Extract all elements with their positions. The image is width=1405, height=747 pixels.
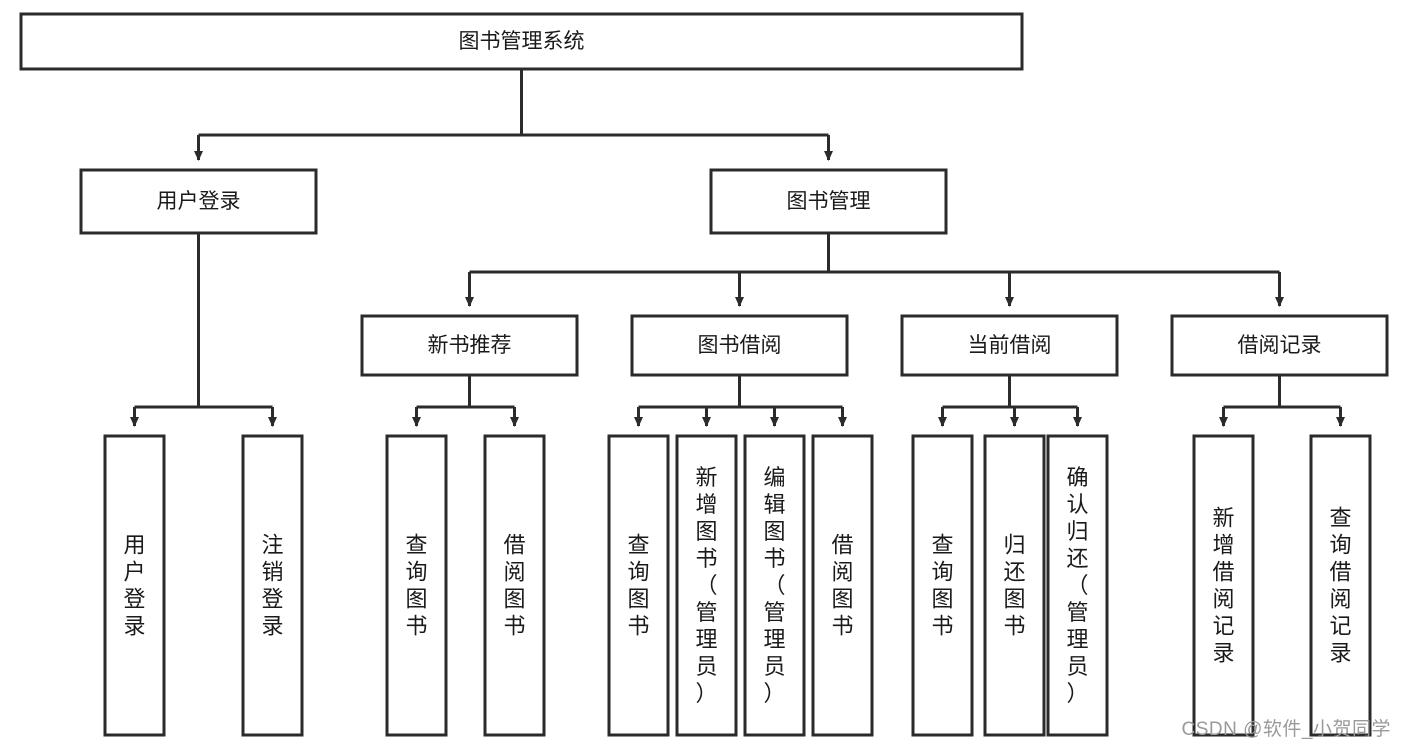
node-user-login-do[interactable]: 用户登录: [103, 434, 166, 737]
node-label-user-login-do: 用户登录: [123, 533, 145, 639]
node-box-current-borrow[interactable]: [900, 314, 1119, 377]
node-box-user-login-do[interactable]: [103, 434, 166, 737]
node-borrow-record[interactable]: 借阅记录: [1170, 314, 1389, 377]
node-box-current-confirm-return[interactable]: [1046, 434, 1109, 737]
node-book-borrow[interactable]: 图书借阅: [630, 314, 849, 377]
node-user-login[interactable]: 用户登录: [79, 168, 318, 235]
node-recommend-query-book[interactable]: 查询图书: [385, 434, 448, 737]
node-box-recommend-query-book[interactable]: [385, 434, 448, 737]
node-root[interactable]: 图书管理系统: [19, 12, 1024, 71]
node-label-root: 图书管理系统: [459, 30, 585, 53]
node-current-confirm-return[interactable]: 确认归还（管理员）: [1046, 434, 1109, 737]
node-box-book-management[interactable]: [709, 168, 948, 235]
node-recommend-borrow-book[interactable]: 借阅图书: [483, 434, 546, 737]
node-box-current-query-book[interactable]: [911, 434, 974, 737]
node-current-return-book[interactable]: 归还图书: [983, 434, 1046, 737]
node-box-borrow-edit-book[interactable]: [743, 434, 806, 737]
node-label-new-book-recommend: 新书推荐: [428, 334, 512, 357]
node-box-new-book-recommend[interactable]: [360, 314, 579, 377]
node-box-borrow-add-book[interactable]: [675, 434, 738, 737]
node-box-book-borrow[interactable]: [630, 314, 849, 377]
node-boxes: 图书管理系统用户登录用户登录注销登录图书管理新书推荐查询图书借阅图书图书借阅查询…: [19, 12, 1389, 737]
watermark-label: CSDN @软件_小贺同学: [1181, 719, 1391, 740]
node-box-recommend-borrow-book[interactable]: [483, 434, 546, 737]
node-user-logout[interactable]: 注销登录: [241, 434, 304, 737]
node-borrow-lend-book[interactable]: 借阅图书: [811, 434, 874, 737]
node-label-record-add: 新增借阅记录: [1212, 506, 1234, 666]
node-label-record-query: 查询借阅记录: [1329, 506, 1351, 666]
node-box-user-login[interactable]: [79, 168, 318, 235]
node-new-book-recommend[interactable]: 新书推荐: [360, 314, 579, 377]
node-box-record-add[interactable]: [1192, 434, 1255, 737]
node-box-user-logout[interactable]: [241, 434, 304, 737]
node-record-query[interactable]: 查询借阅记录: [1309, 434, 1372, 737]
node-label-recommend-borrow-book: 借阅图书: [503, 533, 525, 639]
node-box-borrow-record[interactable]: [1170, 314, 1389, 377]
node-box-root[interactable]: [19, 12, 1024, 71]
node-box-current-return-book[interactable]: [983, 434, 1046, 737]
node-borrow-add-book[interactable]: 新增图书（管理员）: [675, 434, 738, 737]
node-label-user-logout: 注销登录: [261, 533, 283, 639]
node-borrow-edit-book[interactable]: 编辑图书（管理员）: [743, 434, 806, 737]
node-box-borrow-query-book[interactable]: [607, 434, 670, 737]
node-current-borrow[interactable]: 当前借阅: [900, 314, 1119, 377]
node-record-add[interactable]: 新增借阅记录: [1192, 434, 1255, 737]
node-label-borrow-record: 借阅记录: [1238, 334, 1322, 357]
node-label-recommend-query-book: 查询图书: [405, 533, 427, 639]
node-book-management[interactable]: 图书管理: [709, 168, 948, 235]
node-box-borrow-lend-book[interactable]: [811, 434, 874, 737]
connector-lines: [130, 69, 1345, 427]
node-label-borrow-lend-book: 借阅图书: [831, 533, 853, 639]
node-label-current-confirm-return: 确认归还（管理员）: [1066, 465, 1088, 706]
node-label-borrow-add-book: 新增图书（管理员）: [695, 465, 717, 706]
node-label-user-login: 用户登录: [157, 190, 241, 213]
node-label-book-borrow: 图书借阅: [698, 334, 782, 357]
node-label-current-borrow: 当前借阅: [968, 334, 1052, 357]
node-label-borrow-query-book: 查询图书: [627, 533, 649, 639]
node-label-current-query-book: 查询图书: [931, 533, 953, 639]
node-borrow-query-book[interactable]: 查询图书: [607, 434, 670, 737]
node-label-current-return-book: 归还图书: [1003, 533, 1025, 639]
node-label-borrow-edit-book: 编辑图书（管理员）: [763, 465, 785, 706]
node-current-query-book[interactable]: 查询图书: [911, 434, 974, 737]
node-box-record-query[interactable]: [1309, 434, 1372, 737]
node-label-book-management: 图书管理: [787, 190, 871, 213]
